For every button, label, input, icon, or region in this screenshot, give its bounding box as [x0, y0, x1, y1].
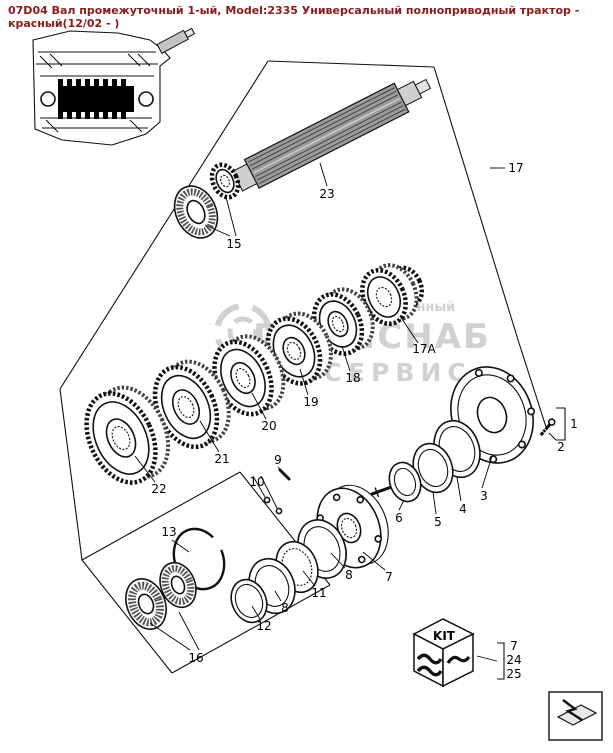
needle-bearing-16b — [159, 561, 197, 609]
part-label-20: 20 — [261, 419, 276, 433]
part-label-17: 17 — [508, 161, 523, 175]
gearbox-inset — [32, 27, 196, 146]
ring-5 — [412, 442, 454, 494]
ring-6 — [370, 461, 422, 503]
part-label-3: 3 — [480, 489, 488, 503]
page-corner-icon — [548, 691, 603, 741]
gear-20 — [212, 334, 286, 417]
part-labels: 17 23 15 17A 18 19 20 21 22 1 2 3 4 5 6 … — [151, 161, 577, 681]
part-label-23: 23 — [319, 187, 334, 201]
gear-17a — [360, 263, 425, 326]
part-label-21: 21 — [214, 452, 229, 466]
kit-box: KIT — [412, 618, 475, 688]
pins-10 — [263, 496, 283, 515]
kit-label: KIT — [433, 629, 456, 643]
part-label-4: 4 — [459, 502, 467, 516]
ring-12 — [230, 578, 268, 624]
gear-21 — [152, 359, 231, 450]
part-label-25: 25 — [506, 667, 521, 681]
kit-leader — [476, 655, 498, 662]
part-label-12: 12 — [256, 619, 271, 633]
bearing-15 — [173, 185, 219, 239]
part-label-8b: 8 — [281, 601, 289, 615]
screw-2 — [539, 418, 556, 437]
part-label-24: 24 — [506, 653, 521, 667]
part-label-16: 16 — [188, 651, 203, 665]
group-bracket-1 — [556, 407, 566, 441]
part-label-10: 10 — [249, 475, 264, 489]
part-label-2: 2 — [557, 440, 565, 454]
part-label-19: 19 — [303, 395, 318, 409]
part-label-7: 7 — [385, 570, 393, 584]
countershaft-23 — [223, 78, 432, 193]
part-label-5: 5 — [434, 515, 442, 529]
part-label-9: 9 — [274, 453, 282, 467]
part-label-15: 15 — [226, 237, 241, 251]
part-label-22: 22 — [151, 482, 166, 496]
leader-lines — [134, 162, 557, 651]
part-label-kit-7: 7 — [510, 639, 518, 653]
part-label-11: 11 — [311, 586, 326, 600]
part-label-1: 1 — [570, 417, 578, 431]
needle-bearing-16a — [125, 578, 167, 630]
part-label-17a: 17A — [412, 342, 436, 356]
gear-15 — [209, 162, 241, 200]
part-label-6: 6 — [395, 511, 403, 525]
page-title: 07D04 Вал промежуточный 1-ый, Model:2335… — [8, 4, 580, 30]
part-label-8a: 8 — [345, 568, 353, 582]
kit-bracket — [497, 642, 505, 680]
part-label-18: 18 — [345, 371, 360, 385]
part-label-13: 13 — [161, 525, 176, 539]
